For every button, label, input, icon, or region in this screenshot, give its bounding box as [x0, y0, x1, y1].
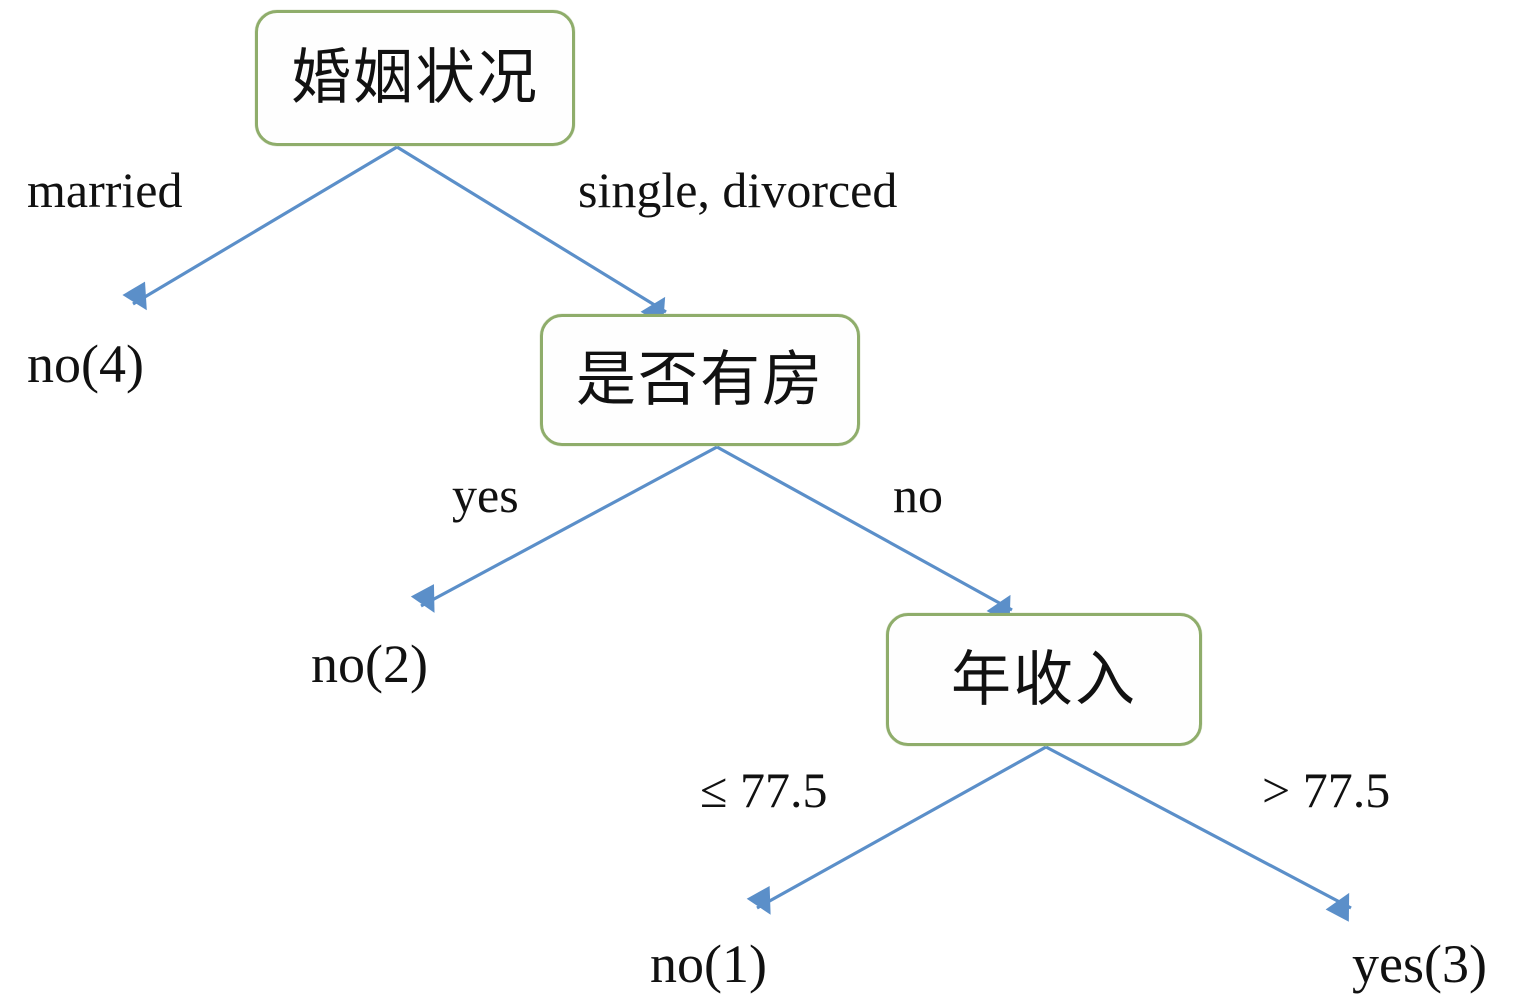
edge-label-income-lte: ≤ 77.5 — [700, 762, 828, 818]
node-marital-status-label: 婚姻状况 — [291, 43, 539, 113]
node-has-house-label: 是否有房 — [576, 345, 824, 415]
leaf-yes-3: yes(3) — [1352, 934, 1487, 994]
node-has-house[interactable]: 是否有房 — [540, 314, 860, 446]
node-marital-status[interactable]: 婚姻状况 — [255, 10, 575, 146]
edge-label-no: no — [893, 467, 943, 523]
edge-label-income-gt: > 77.5 — [1262, 762, 1391, 818]
leaf-no-2: no(2) — [311, 634, 428, 694]
node-annual-income-label: 年收入 — [951, 644, 1137, 715]
edge-label-married: married — [27, 162, 183, 218]
leaf-no-4: no(4) — [27, 334, 144, 394]
edge-house-to-income — [716, 445, 1013, 624]
node-annual-income[interactable]: 年收入 — [886, 613, 1202, 746]
edge-label-yes: yes — [452, 467, 519, 523]
leaf-no-1: no(1) — [650, 934, 767, 994]
edge-label-single-divorced: single, divorced — [578, 162, 898, 218]
